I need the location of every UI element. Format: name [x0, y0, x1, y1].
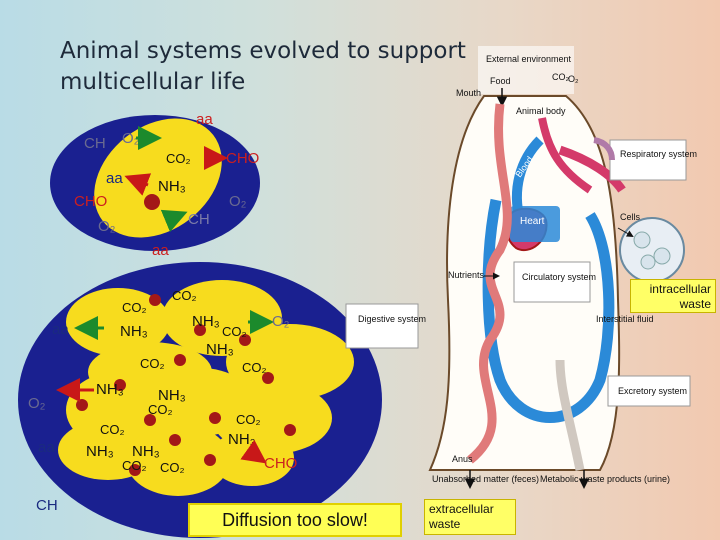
- single-cell: aa CH O₂ CO₂ CHO aa NH₃ CHO O₂ CH O₂ aa: [50, 111, 260, 259]
- label-cho: CHO: [74, 193, 107, 210]
- external-environment-area: [478, 46, 574, 94]
- cell-yellow: [226, 324, 354, 400]
- intracellular-waste-label: intracellular waste: [630, 279, 716, 313]
- label-ch: CH: [36, 497, 58, 514]
- label-cho: CHO: [264, 455, 297, 472]
- digestive-system-box: [345, 303, 419, 349]
- cells-cluster: [619, 217, 685, 283]
- nuclei: [76, 294, 296, 476]
- respiratory-system-label: Respiratory system: [620, 149, 697, 159]
- slide-title: Animal systems evolved to support multic…: [60, 38, 466, 95]
- excretory-system-label: Excretory system: [618, 386, 687, 396]
- body-systems-diagram: External environment Food CO₂ O₂ Mouth A…: [345, 46, 697, 489]
- label-nh3: NH₃: [158, 387, 186, 404]
- label-nh3: NH₃: [158, 178, 186, 195]
- label-aa: aa: [38, 439, 55, 456]
- co2-label: CO₂: [552, 72, 570, 82]
- label-co2: CO₂: [242, 360, 267, 375]
- label-o2: O₂: [272, 313, 290, 330]
- anus-label: Anus: [452, 454, 473, 464]
- circulatory-system-label: Circulatory system: [522, 272, 596, 282]
- label-nh3: NH₃: [132, 443, 160, 460]
- circulatory-system-box: [513, 261, 591, 303]
- label-o2: O₂: [229, 193, 247, 210]
- label-aa: aa: [106, 170, 123, 187]
- blood-vessel-red: [558, 145, 626, 193]
- single-cell-nucleus: [144, 194, 160, 210]
- nutrients-label: Nutrients: [448, 270, 485, 280]
- label-nh3: NH₃: [96, 381, 124, 398]
- label-co2: CO₂: [140, 356, 165, 371]
- label-o2: O₂: [122, 130, 140, 147]
- label-ch: CH: [188, 211, 210, 228]
- label-co2: CO₂: [166, 151, 191, 166]
- heart-label: Heart: [520, 216, 545, 227]
- unabsorbed-matter-label: Unabsorbed matter (feces): [432, 474, 539, 484]
- digestive-tract: [467, 103, 512, 464]
- label-co2: CO₂: [122, 300, 147, 315]
- interstitial-fluid-label: Interstitial fluid: [596, 314, 654, 324]
- circulatory-loop: [482, 198, 615, 423]
- label-nh3: NH₃: [228, 431, 256, 448]
- label-co2: CO₂: [172, 288, 197, 303]
- label-co2: CO₂: [100, 422, 125, 437]
- label-aa: aa: [196, 111, 213, 128]
- label-co2: CO₂: [236, 412, 261, 427]
- label-co2: CO₂: [222, 324, 247, 339]
- label-aa: aa: [52, 321, 69, 338]
- o2-label: O₂: [568, 74, 579, 84]
- single-cell-cytoplasm: [94, 118, 222, 238]
- cells-label: Cells: [620, 212, 641, 222]
- excretory-system-box: [607, 375, 691, 407]
- external-environment-label: External environment: [486, 54, 572, 64]
- food-label: Food: [490, 76, 511, 86]
- label-nh3: NH₃: [86, 443, 114, 460]
- metabolic-waste-label: Metabolic waste products (urine): [540, 474, 670, 484]
- label-ch: CH: [84, 135, 106, 152]
- label-nh3: NH₃: [192, 313, 220, 330]
- digestive-system-label: Digestive system: [358, 314, 426, 324]
- label-nh3: NH₃: [120, 323, 148, 340]
- label-o2: O₂: [28, 395, 46, 412]
- label-co2: CO₂: [122, 458, 147, 473]
- mouth-label: Mouth: [456, 88, 481, 98]
- excretory-tract: [555, 359, 585, 471]
- label-o2: O₂: [98, 218, 116, 235]
- diffusion-too-slow-label: Diffusion too slow!: [188, 503, 402, 537]
- label-nh3: NH₃: [206, 341, 234, 358]
- label-cho: CHO: [226, 150, 259, 167]
- label-co2: CO₂: [148, 402, 173, 417]
- respiratory-system-box: [609, 139, 687, 181]
- cell-yellow: [126, 424, 230, 496]
- label-co2: CO₂: [160, 460, 185, 475]
- animal-body-label: Animal body: [516, 106, 566, 116]
- extracellular-waste-label: extracellular waste: [424, 499, 516, 535]
- label-aa: aa: [152, 242, 169, 259]
- multicellular-organism: CO₂ CO₂ aa NH₃ NH₃ CO₂ O₂ NH₃ CO₂ CO₂ O₂…: [18, 262, 382, 538]
